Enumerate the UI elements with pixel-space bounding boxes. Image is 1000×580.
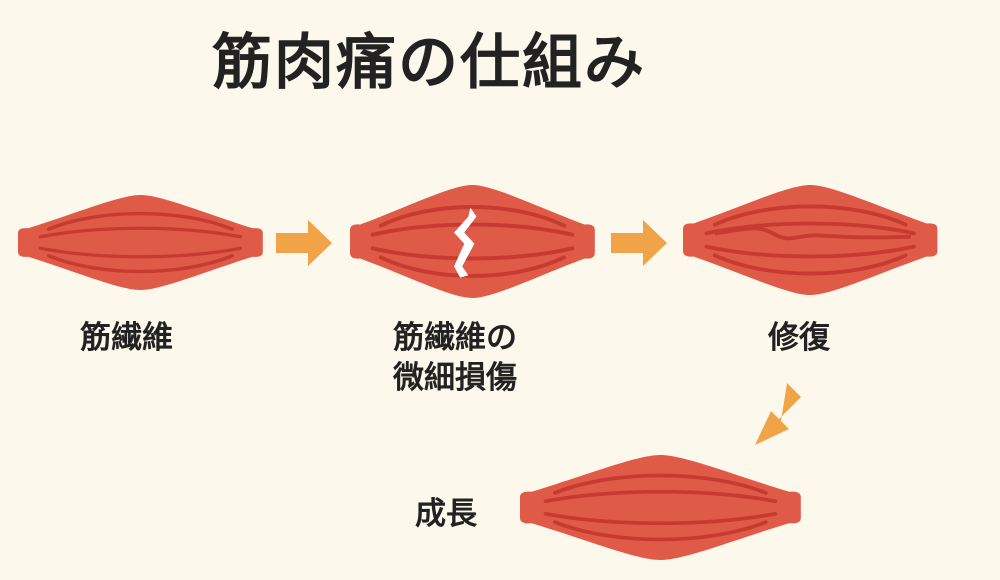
- muscle-fiber-growth: [520, 455, 801, 560]
- muscle-fiber-damaged: [348, 183, 597, 300]
- step-label-damage-line1: 筋繊維の: [393, 320, 517, 356]
- tear-mark: [454, 207, 477, 278]
- muscle-fiber-1: [16, 193, 265, 292]
- step-label-growth: 成長: [415, 496, 477, 532]
- arrow-down-left-icon: [755, 383, 801, 445]
- arrow-right-icon-2: [611, 220, 667, 266]
- arrow-right-icon-1: [276, 220, 332, 266]
- step-label-repair: 修復: [768, 320, 830, 356]
- repair-fiber-line: [714, 226, 911, 241]
- muscle-fiber-repair: [681, 183, 940, 297]
- step-label-damage: 筋繊維の 微細損傷: [393, 318, 517, 398]
- page-title: 筋肉痛の仕組み: [212, 28, 646, 98]
- step-label-damage-line2: 微細損傷: [393, 360, 517, 396]
- step-label-fiber: 筋繊維: [80, 320, 173, 356]
